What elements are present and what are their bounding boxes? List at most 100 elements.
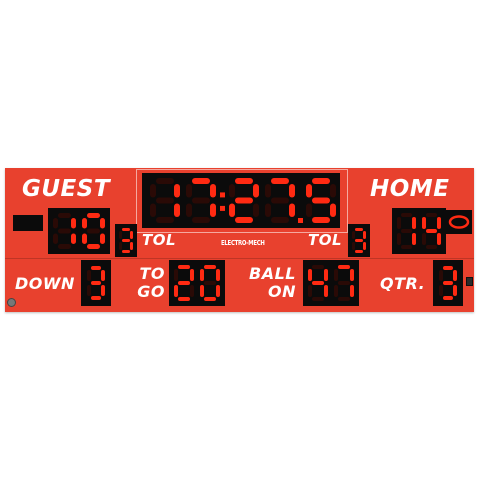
segment-digit-0-g bbox=[355, 239, 363, 242]
segment-digit-3-e bbox=[265, 203, 271, 217]
segment-digit-0-b bbox=[363, 231, 366, 239]
segment-digit-0-a bbox=[58, 213, 71, 218]
segment-digit-1-e bbox=[200, 285, 204, 297]
segment-digit-0-a bbox=[312, 265, 324, 269]
segment-digit-0-e bbox=[87, 285, 91, 296]
segment-digit-4-g bbox=[312, 197, 330, 204]
segment-digit-0-d bbox=[91, 296, 101, 300]
guest-label: GUEST bbox=[22, 176, 111, 202]
guest-tol-label: TOL bbox=[142, 231, 177, 249]
segment-digit-1-e bbox=[334, 285, 338, 297]
segment-digit-2-f bbox=[229, 184, 235, 198]
segment-digit-4-f bbox=[306, 184, 312, 198]
football-icon-graphic bbox=[448, 215, 470, 229]
possession-bar-icon bbox=[13, 215, 43, 231]
segment-digit-1-d bbox=[192, 217, 210, 223]
segment-digit-0-f bbox=[87, 270, 91, 281]
segment-digit-0-g bbox=[156, 197, 174, 204]
to-go-digits bbox=[174, 265, 220, 301]
segment-digit-0-c bbox=[324, 285, 328, 297]
qtr-panel bbox=[433, 260, 463, 306]
segment-digit-1-c bbox=[100, 233, 105, 244]
segment-digit-1-f bbox=[334, 269, 338, 281]
segment-digit-0-d bbox=[178, 297, 190, 301]
segment-digit-0-c bbox=[101, 285, 105, 296]
segment-digit-2-a bbox=[235, 178, 253, 184]
segment-digit-0-e bbox=[174, 285, 178, 297]
segment-digit-2-d bbox=[235, 217, 253, 223]
segment-digit-0-f bbox=[397, 217, 401, 229]
segment-digit-0-b bbox=[101, 270, 105, 281]
segment-digit-1-a bbox=[87, 213, 100, 218]
segment-digit-0-f bbox=[174, 269, 178, 281]
segment-digit-0-b bbox=[190, 269, 194, 281]
football-icon bbox=[446, 210, 472, 234]
segment-digit-1-c bbox=[210, 203, 216, 217]
segment-digit-0-b bbox=[130, 231, 133, 239]
game-clock-panel bbox=[142, 173, 340, 228]
segment-digit-1-g bbox=[204, 281, 216, 285]
home-tol-label: TOL bbox=[308, 231, 343, 249]
segment-digit-1-g bbox=[87, 228, 100, 234]
segment-digit-1-b bbox=[100, 218, 105, 229]
guest-score-panel bbox=[48, 208, 110, 254]
segment-digit-0-f bbox=[53, 218, 58, 229]
to-label: TO bbox=[139, 264, 165, 283]
segment-digit-1-g bbox=[426, 229, 437, 233]
segment-digit-0-d bbox=[58, 244, 71, 249]
segment-digit-0-g bbox=[122, 239, 130, 242]
segment-digit-0-d bbox=[401, 245, 412, 249]
segment-digit-1-e bbox=[82, 233, 87, 244]
segment-digit-1-d bbox=[87, 244, 100, 249]
segment-digit-0-c bbox=[363, 242, 366, 250]
segment-digit-3-c bbox=[289, 203, 295, 217]
guest-score-digits bbox=[53, 213, 105, 249]
on-label: ON bbox=[268, 282, 296, 301]
segment-digit-1-g bbox=[338, 281, 350, 285]
segment-digit-0-g bbox=[58, 228, 71, 234]
ball-on-panel bbox=[303, 260, 359, 306]
segment-digit-1-b bbox=[350, 269, 354, 281]
segment-digit-0-a bbox=[156, 178, 174, 184]
segment-digit-0-a bbox=[355, 228, 363, 231]
segment-digit-3-b bbox=[289, 184, 295, 198]
segment-digit-0-e bbox=[439, 285, 443, 296]
mount-dot-icon bbox=[7, 298, 16, 307]
segment-digit-0-c bbox=[71, 233, 76, 244]
home-score-digits bbox=[397, 213, 441, 249]
segment-digit-1-g bbox=[192, 197, 210, 204]
segment-digit-0-f bbox=[439, 270, 443, 281]
segment-digit-1-c bbox=[437, 233, 441, 245]
segment-digit-4-c bbox=[330, 203, 336, 217]
game-clock-digits bbox=[150, 178, 336, 223]
segment-digit-1-d bbox=[426, 245, 437, 249]
go-label: GO bbox=[137, 282, 165, 301]
home-score-panel bbox=[392, 208, 446, 254]
segment-digit-0-g bbox=[401, 229, 412, 233]
guest-tol-panel bbox=[115, 224, 137, 257]
clock-frame bbox=[136, 169, 348, 233]
segment-digit-1-e bbox=[186, 203, 192, 217]
segment-digit-0-c bbox=[412, 233, 416, 245]
down-label: DOWN bbox=[15, 274, 75, 293]
segment-digit-4-d bbox=[312, 217, 330, 223]
segment-digit-0-b bbox=[174, 184, 180, 198]
segment-digit-0-e bbox=[352, 242, 355, 250]
qtr-label: QTR. bbox=[380, 274, 426, 293]
segment-digit-0-c bbox=[130, 242, 133, 250]
qtr-digit bbox=[439, 266, 457, 300]
segment-digit-1-f bbox=[82, 218, 87, 229]
segment-digit-2-e bbox=[229, 203, 235, 217]
segment-digit-4-a bbox=[312, 178, 330, 184]
to-go-panel bbox=[169, 260, 225, 306]
ball-label: BALL bbox=[249, 264, 296, 283]
segment-digit-1-c bbox=[216, 285, 220, 297]
segment-digit-2-b bbox=[253, 184, 259, 198]
down-panel bbox=[81, 260, 111, 306]
segment-digit-0-a bbox=[443, 266, 453, 270]
segment-digit-1-b bbox=[216, 269, 220, 281]
segment-digit-0-e bbox=[308, 285, 312, 297]
ball-on-digits bbox=[308, 265, 354, 301]
guest-tol-digit bbox=[119, 228, 133, 253]
segment-digit-0-a bbox=[91, 266, 101, 270]
